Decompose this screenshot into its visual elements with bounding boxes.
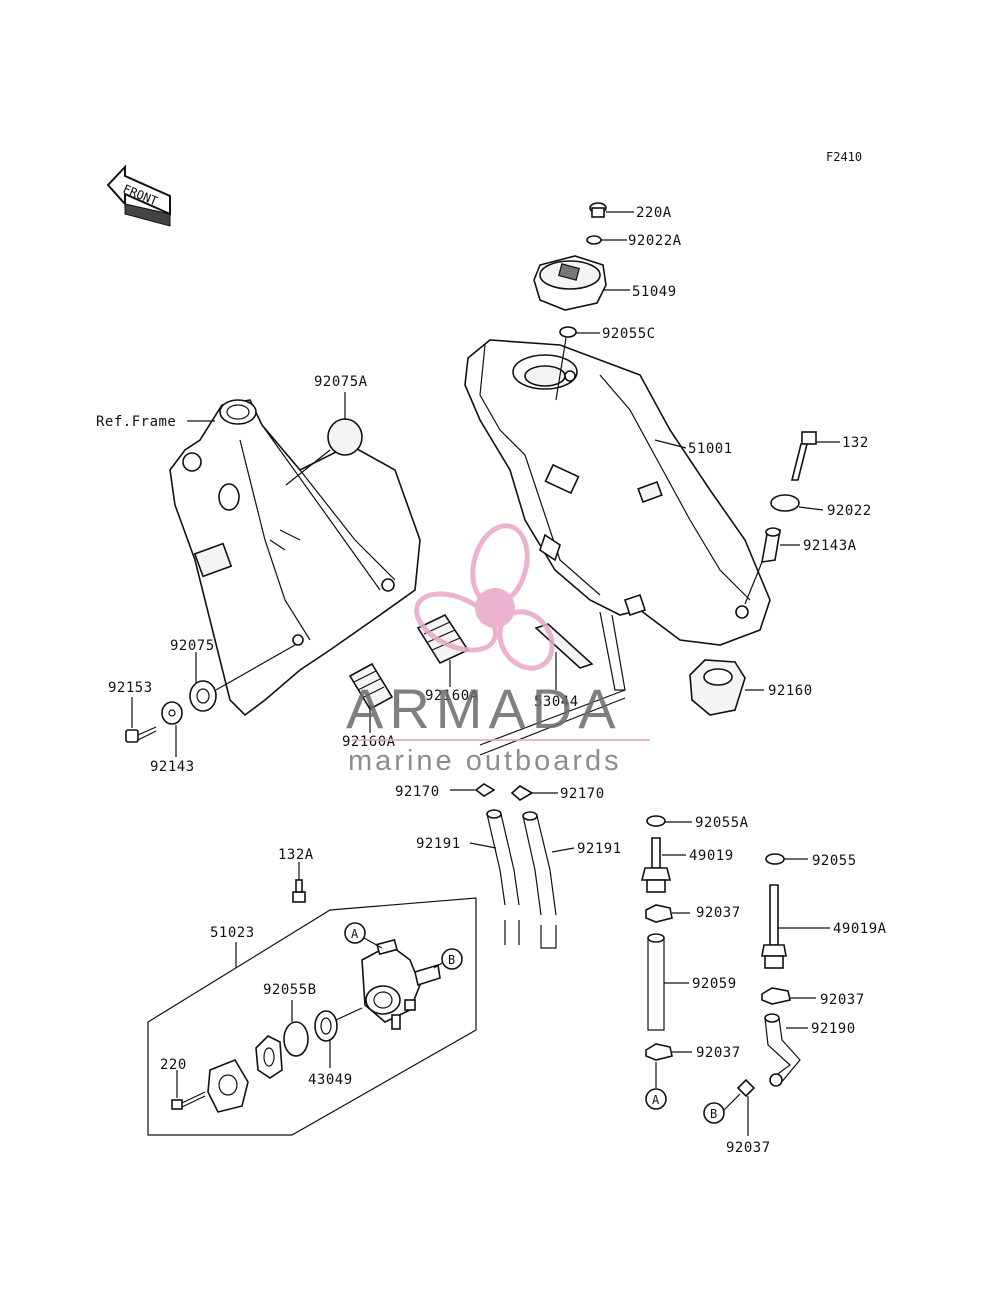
callout-92160A-upper: 92160A <box>425 688 479 704</box>
propeller-icon <box>414 523 555 671</box>
callout-92055A: 92055A <box>695 815 749 831</box>
part-92037-clamp-3 <box>645 1043 673 1061</box>
callout-92191-right: 92191 <box>577 841 622 857</box>
watermark-tagline: marine outboards <box>348 745 622 777</box>
callout-92022: 92022 <box>827 503 872 519</box>
callout-92170-right: 92170 <box>560 786 605 802</box>
callout-53044: 53044 <box>534 694 579 710</box>
part-92170-clip-left <box>474 783 496 797</box>
part-92022A-washer <box>586 235 602 245</box>
callout-51023: 51023 <box>210 925 255 941</box>
callout-92190: 92190 <box>811 1021 856 1037</box>
part-92037-clamp-2 <box>761 987 791 1005</box>
marker-b-lower-label: B <box>710 1107 717 1121</box>
callout-92059: 92059 <box>692 976 737 992</box>
part-92055C-oring <box>559 326 577 338</box>
callout-92022A: 92022A <box>628 233 682 249</box>
marker-b-upper-label: B <box>448 953 455 967</box>
part-92160A-pad-lower <box>348 662 394 711</box>
part-92059-hose <box>647 933 665 1031</box>
part-92037-clamp-1 <box>645 904 673 923</box>
label-ref-frame: Ref.Frame <box>96 414 176 430</box>
callout-49019: 49019 <box>689 848 734 864</box>
part-gasket <box>255 1035 283 1079</box>
callout-49019A: 49019A <box>833 921 887 937</box>
part-mount-plate <box>207 1059 249 1113</box>
marker-b-lower <box>703 1102 725 1124</box>
callout-92143A: 92143A <box>803 538 857 554</box>
part-92160A-pad-upper <box>416 613 470 665</box>
part-220-screw <box>171 1091 206 1110</box>
part-92160-damper <box>689 659 746 716</box>
callout-92037-1: 92037 <box>696 905 741 921</box>
part-92075A <box>327 418 363 456</box>
callout-92160A-lower: 92160A <box>342 734 396 750</box>
part-92143 <box>161 701 183 725</box>
part-43049-filter <box>314 1010 338 1042</box>
callout-51001: 51001 <box>688 441 733 457</box>
marker-a-lower <box>645 1088 667 1110</box>
part-92022-washer <box>770 494 800 512</box>
callout-92075: 92075 <box>170 638 215 654</box>
part-51049-fuel-cap <box>533 255 607 311</box>
marker-a-lower-label: A <box>652 1093 660 1107</box>
marker-a-upper-label: A <box>351 927 359 941</box>
fuel-tank-drawing <box>464 339 771 756</box>
callout-92153: 92153 <box>108 680 153 696</box>
callout-92170-left: 92170 <box>395 784 440 800</box>
part-92055A-oring <box>646 815 666 827</box>
callout-51049: 51049 <box>632 284 677 300</box>
marker-a-upper <box>344 922 366 944</box>
part-92037-clamp-4 <box>736 1078 756 1098</box>
part-49019-fitting <box>640 837 672 893</box>
marker-b-upper <box>441 948 463 970</box>
part-fuel-cock-valve <box>361 938 441 1030</box>
callout-43049: 43049 <box>308 1072 353 1088</box>
callout-92055C: 92055C <box>602 326 656 342</box>
callout-92143: 92143 <box>150 759 195 775</box>
part-49019A-fitting <box>761 884 787 969</box>
part-92190-hose <box>764 1013 801 1087</box>
callout-92055: 92055 <box>812 853 857 869</box>
front-arrow-icon: FRONT <box>106 164 171 227</box>
part-92075 <box>189 680 217 712</box>
callout-220: 220 <box>160 1057 187 1073</box>
part-132-bolt <box>790 431 817 481</box>
callout-92160: 92160 <box>768 683 813 699</box>
callout-132A: 132A <box>278 847 314 863</box>
armada-logo: ARMADA marine outboards <box>346 523 650 777</box>
callout-92075A: 92075A <box>314 374 368 390</box>
fuel-cock-box <box>147 897 477 1136</box>
callout-132: 132 <box>842 435 869 451</box>
part-92143A-collar <box>761 527 782 563</box>
watermark-brand: ARMADA <box>346 677 622 740</box>
frame-drawing <box>169 399 421 717</box>
callout-92037-2: 92037 <box>820 992 865 1008</box>
callout-92055B: 92055B <box>263 982 317 998</box>
diagram-code: F2410 <box>826 150 862 164</box>
callout-220A: 220A <box>636 205 672 221</box>
part-220A-screw <box>589 202 607 218</box>
part-92055-oring <box>765 853 785 865</box>
callout-92191-left: 92191 <box>416 836 461 852</box>
part-92170-clip-right <box>510 785 534 801</box>
part-92153-bolt <box>125 726 157 743</box>
part-92191-hoses <box>486 809 557 949</box>
part-92055B-oring <box>283 1021 309 1057</box>
callout-92037-4: 92037 <box>726 1140 771 1156</box>
callout-92037-3: 92037 <box>696 1045 741 1061</box>
part-132A-screw <box>292 879 306 903</box>
